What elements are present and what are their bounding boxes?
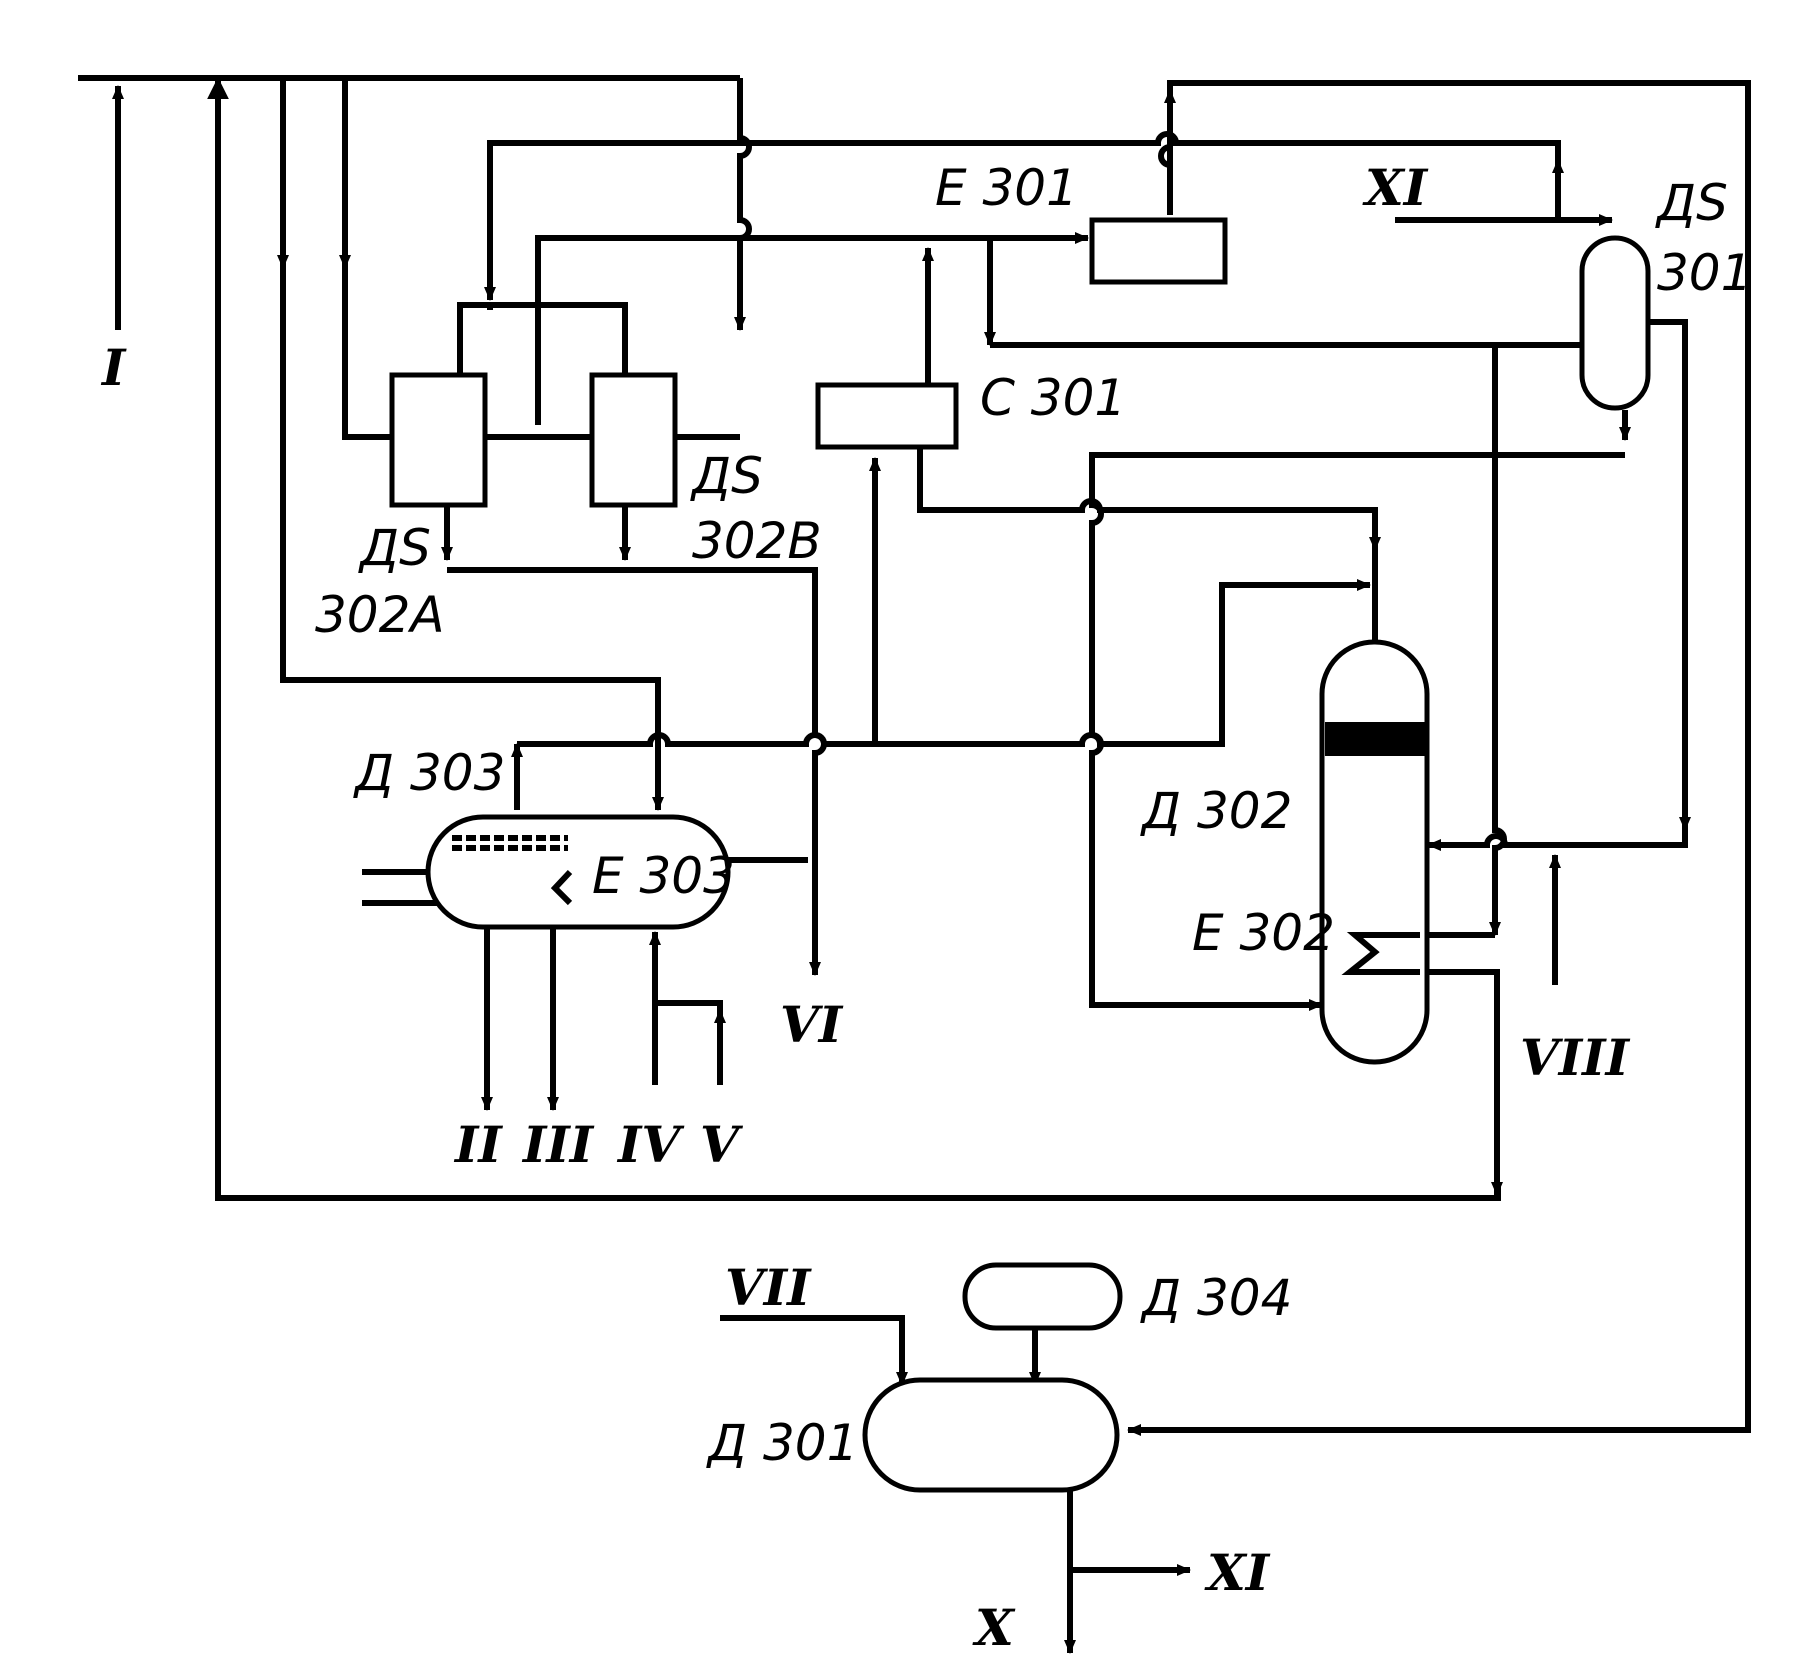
label-C301: C 301 xyxy=(980,369,1126,427)
D302-column xyxy=(1319,639,1430,1065)
stream-VII: VII xyxy=(725,1258,812,1317)
label-D303: Д 303 xyxy=(353,744,505,802)
equipment-labels: E 301 ДS 301 C 301 ДS 302B ДS 302A Д 303… xyxy=(315,159,1752,1472)
E302-coil xyxy=(1341,932,1420,975)
D302-packing xyxy=(1325,722,1425,756)
stream-IV: IV xyxy=(616,1115,685,1174)
stream-I: I xyxy=(100,338,127,397)
stream-X: X xyxy=(972,1598,1016,1657)
stream-VI: VI xyxy=(780,995,844,1054)
stream-II: II xyxy=(453,1115,503,1174)
stream-VIII: VIII xyxy=(1520,1028,1631,1087)
D301-vessel xyxy=(862,1377,1120,1493)
E303-tube-end xyxy=(550,869,573,906)
label-DS302A-bottom: 302A xyxy=(315,586,445,644)
E303-tube-bundle xyxy=(452,835,568,851)
piping xyxy=(78,75,1751,1654)
stream-V: V xyxy=(700,1115,744,1174)
label-DS302A-top: ДS xyxy=(358,519,431,577)
DS301-vessel xyxy=(1579,235,1651,411)
stream-XI-bottom: XI xyxy=(1204,1543,1271,1602)
label-E303: E 303 xyxy=(592,847,735,905)
E301-vessel xyxy=(1089,217,1228,285)
label-DS301-top: ДS xyxy=(1655,174,1728,232)
DS302B-vessel xyxy=(589,372,678,508)
stream-labels: I II III IV V VI VII VIII X XI XI xyxy=(100,158,1631,1657)
label-E301: E 301 xyxy=(935,159,1078,217)
stream-XI-top: XI xyxy=(1362,158,1429,217)
label-DS302B-top: ДS xyxy=(690,447,763,505)
label-D301: Д 301 xyxy=(706,1414,858,1472)
C301-vessel xyxy=(815,382,959,450)
label-D304: Д 304 xyxy=(1140,1269,1292,1327)
label-DS302B-bottom: 302B xyxy=(692,512,822,570)
D304-vessel xyxy=(962,1262,1123,1331)
DS302A-vessel xyxy=(389,372,488,508)
equipment xyxy=(389,217,1651,1493)
label-D302: Д 302 xyxy=(1140,782,1292,840)
label-DS301-bottom: 301 xyxy=(1657,244,1752,302)
stream-III: III xyxy=(521,1115,595,1174)
label-E302: E 302 xyxy=(1192,904,1335,962)
E303-exchanger xyxy=(425,814,731,930)
